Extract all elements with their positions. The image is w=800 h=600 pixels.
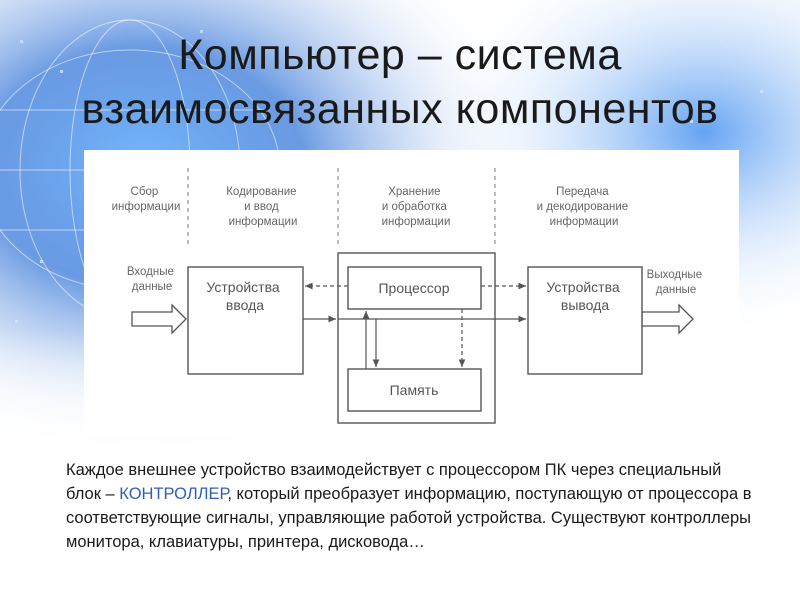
output-device-label: Устройства вывода — [546, 279, 623, 313]
slide-title-line-2: взаимосвязанных компонентов — [81, 85, 719, 133]
output-data-label: Выходные данные — [647, 269, 706, 296]
computer-outer-box — [337, 252, 496, 424]
processor-block — [347, 266, 482, 310]
controller-term: КОНТРОЛЛЕР — [119, 485, 228, 503]
processor-label: Процессор — [378, 280, 449, 296]
input-device-label: Устройства ввода — [206, 279, 283, 313]
caption-text-part-2: , который преобразует информацию, поступ… — [66, 485, 752, 551]
input-data-arrow — [131, 303, 187, 335]
slide-title: Компьютер – система взаимосвязанных комп… — [0, 28, 800, 136]
caption-text-part-1: Каждое внешнее устройство взаимодействуе… — [66, 461, 722, 503]
stage-separators — [187, 168, 496, 245]
output-data-arrow — [641, 303, 694, 335]
memory-label: Память — [390, 382, 439, 398]
caption-paragraph: Каждое внешнее устройство взаимодействуе… — [66, 458, 756, 554]
stage-heading-storage: Хранение и обработка информации — [382, 186, 451, 228]
slide-title-line-1: Компьютер – система — [178, 31, 622, 79]
stage-heading-output: Передача и декодирование информации — [537, 186, 632, 228]
stage-heading-input: Кодирование и ввод информации — [226, 186, 300, 228]
output-device-block — [527, 266, 643, 375]
stage-heading-collection: Сбор информации — [112, 186, 181, 213]
input-device-block — [187, 266, 304, 375]
input-data-label: Входные данные — [127, 266, 177, 293]
computer-structure-diagram: Сбор информации Кодирование и ввод инфор… — [84, 150, 739, 435]
memory-block — [347, 368, 482, 412]
